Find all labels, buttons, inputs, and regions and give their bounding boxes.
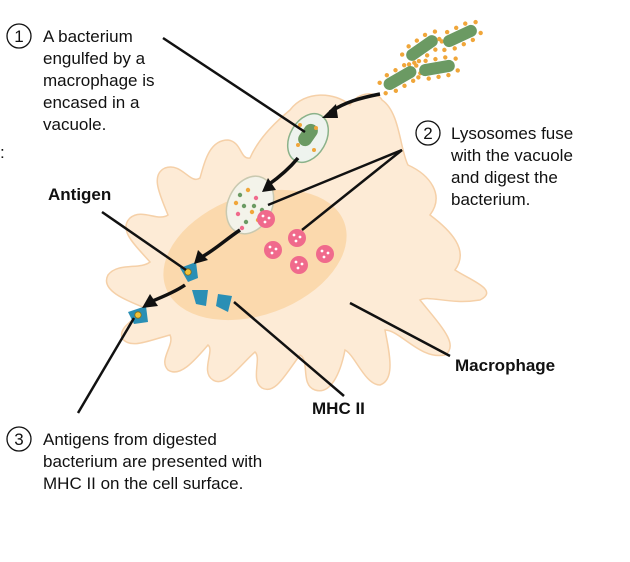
leader-macrophage (349, 301, 451, 358)
mhc-label: MHC II (312, 399, 365, 418)
step-2-line: Lysosomes fuse (451, 124, 573, 143)
step-3-callout: 3 Antigens from digested bacterium are p… (6, 426, 262, 493)
leader-step-1 (162, 36, 306, 134)
step-1-line: engulfed by a (43, 49, 146, 68)
mhc-molecule (216, 294, 232, 312)
leader-step-2b (301, 149, 403, 231)
cell-inner-region (163, 189, 347, 321)
lysosome (257, 210, 275, 228)
step-2-line: with the vacuole (450, 146, 573, 165)
step-1-callout: 1 A bacterium engulfed by a macrophage i… (6, 23, 155, 134)
step-3-line: Antigens from digested (43, 430, 217, 449)
step-1-line: A bacterium (43, 27, 133, 46)
leader-step-2a (267, 148, 403, 207)
arrowhead (194, 250, 208, 264)
bacterium (437, 19, 483, 53)
bacterium (399, 29, 445, 67)
arrowheads (142, 104, 338, 308)
step-2-callout: 2 Lysosomes fuse with the vacuole and di… (415, 120, 573, 209)
step-3-number: 3 (14, 430, 23, 449)
step-3-line: bacterium are presented with (43, 452, 262, 471)
antigen-label: Antigen (48, 185, 111, 204)
step-3-number-circle (6, 426, 32, 452)
step-2-line: bacterium. (451, 190, 530, 209)
step-2-number-circle (415, 120, 441, 146)
antigen-fragment-surface (134, 311, 142, 319)
step-2-line: and digest the (451, 168, 558, 187)
leader-mhc (233, 301, 345, 397)
mhc-molecule (192, 290, 208, 306)
step-1-line: vacuole. (43, 115, 106, 134)
step-1-number: 1 (14, 27, 23, 46)
antigen-fragment (184, 268, 192, 276)
leader-antigen (101, 210, 187, 272)
lysosomes (257, 210, 334, 274)
lysosome (316, 245, 334, 263)
step-1-number-circle (6, 23, 32, 49)
leader-step-3 (76, 317, 136, 414)
bacterium (414, 55, 460, 81)
bacteria-chain (377, 19, 483, 96)
leader-lines (76, 36, 451, 414)
mhc-molecules (128, 262, 232, 324)
arrowhead (322, 104, 338, 118)
step-3-line: MHC II on the cell surface. (43, 474, 243, 493)
arrowhead (262, 178, 276, 192)
lysosome (288, 229, 306, 247)
step-2-number: 2 (423, 124, 432, 143)
macrophage-label: Macrophage (455, 356, 555, 375)
step-1-line: encased in a (43, 93, 140, 112)
step-1-line: macrophage is (43, 71, 155, 90)
lysosome (264, 241, 282, 259)
lysosome (290, 256, 308, 274)
edge-mark: : (0, 143, 5, 162)
arrowhead (142, 294, 158, 308)
